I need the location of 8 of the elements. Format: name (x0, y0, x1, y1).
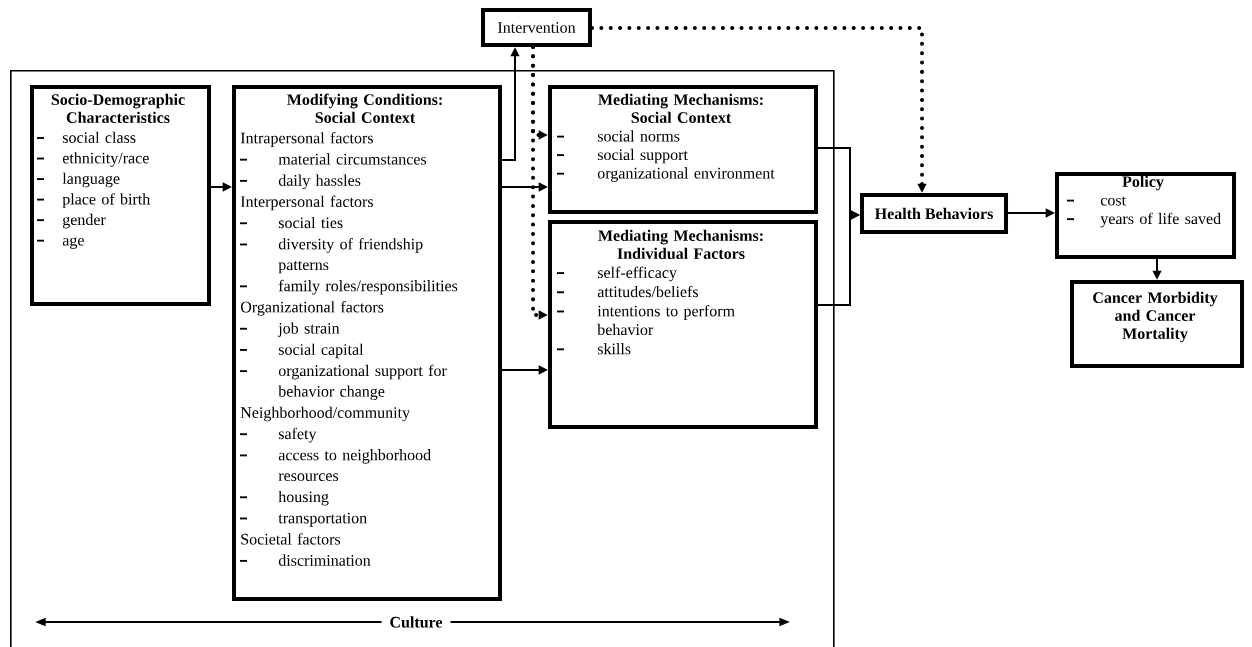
list-box: Socio-Demographic Characteristics social class ethnicity/race language place of birth gender age (30, 85, 211, 306)
list-box: Mediating Mechanisms: Individual Factors self-efficacy attitudes/beliefs intentions to perform behavior skills (548, 220, 818, 429)
list-box: Modifying Conditions: Social Context Intrapersonal factors material circumstances daily hassles Interpersonal factors social ties diversity of friendship patterns family roles/responsibilities Organizational factors job strain social capital organizational support for behavior change Neighborhood/community safety access to neighborhood resources housing transportation Societal factors discrimination (232, 85, 502, 601)
list-box: Mediating Mechanisms: Social Context social norms social support organizational environment (548, 85, 818, 214)
list-box: Policy cost years of life saved (1055, 172, 1236, 259)
text-box: Intervention (481, 8, 592, 47)
list-box: Cancer Morbidity and Cancer Mortality (1070, 280, 1244, 368)
text-box: Health Behaviors (860, 193, 1008, 234)
